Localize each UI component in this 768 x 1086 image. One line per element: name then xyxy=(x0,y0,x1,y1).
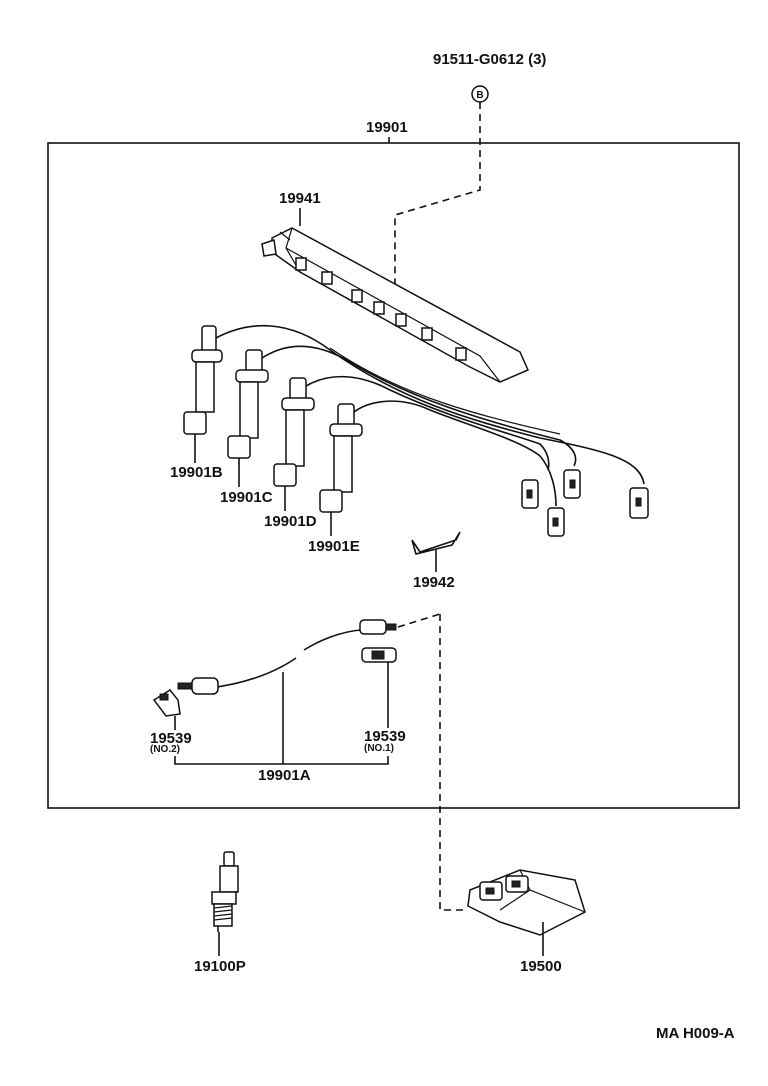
kit-part-number: 19901 xyxy=(366,119,408,136)
cord-e-part-number: 19901E xyxy=(308,538,360,555)
cord-c-part-number: 19901C xyxy=(220,489,273,506)
sensor-no1-drawing xyxy=(361,647,397,663)
cord-terminals xyxy=(521,469,649,537)
plug-cord-e-drawing xyxy=(319,403,363,513)
igniter-part-number: 19500 xyxy=(520,958,562,975)
sensor-no1-note: (NO.1) xyxy=(364,743,394,754)
cord-wire-bundle xyxy=(215,324,645,507)
sensor-cord-dash xyxy=(397,613,441,628)
spark-plug-drawing xyxy=(211,851,239,932)
sensor-no1-part-number: 19539 xyxy=(364,728,406,745)
bolt-marker-letter: B xyxy=(476,90,483,101)
sensor-no2-part-number: 19539 xyxy=(150,730,192,747)
cord-d-part-number: 19901D xyxy=(264,513,317,530)
plug-cord-d-drawing xyxy=(273,377,315,487)
igniter-dashed-leader xyxy=(439,614,465,911)
spark-plug-part-number: 19100P xyxy=(194,958,246,975)
cord-cover-drawing xyxy=(261,227,529,383)
clamp-part-number: 19942 xyxy=(413,574,455,591)
sensor-cord-a-drawing xyxy=(177,619,397,695)
clamp-drawing xyxy=(411,531,461,555)
figure-code: MA H009-A xyxy=(656,1025,735,1042)
cord-b-part-number: 19901B xyxy=(170,464,223,481)
plug-cord-b-drawing xyxy=(183,325,223,435)
bolt-part-number: 91511-G0612 (3) xyxy=(433,51,547,68)
bolt-dashed-leader xyxy=(394,102,481,300)
sensor-no2-drawing xyxy=(152,689,181,717)
sensor-no2-note: (NO.2) xyxy=(150,744,180,755)
cover-part-number: 19941 xyxy=(279,190,321,207)
sensor-bracket xyxy=(174,756,389,765)
cord-a-part-number: 19901A xyxy=(258,767,311,784)
kit-frame xyxy=(47,142,740,809)
igniter-drawing xyxy=(467,869,586,936)
plug-cord-c-drawing xyxy=(227,349,269,459)
